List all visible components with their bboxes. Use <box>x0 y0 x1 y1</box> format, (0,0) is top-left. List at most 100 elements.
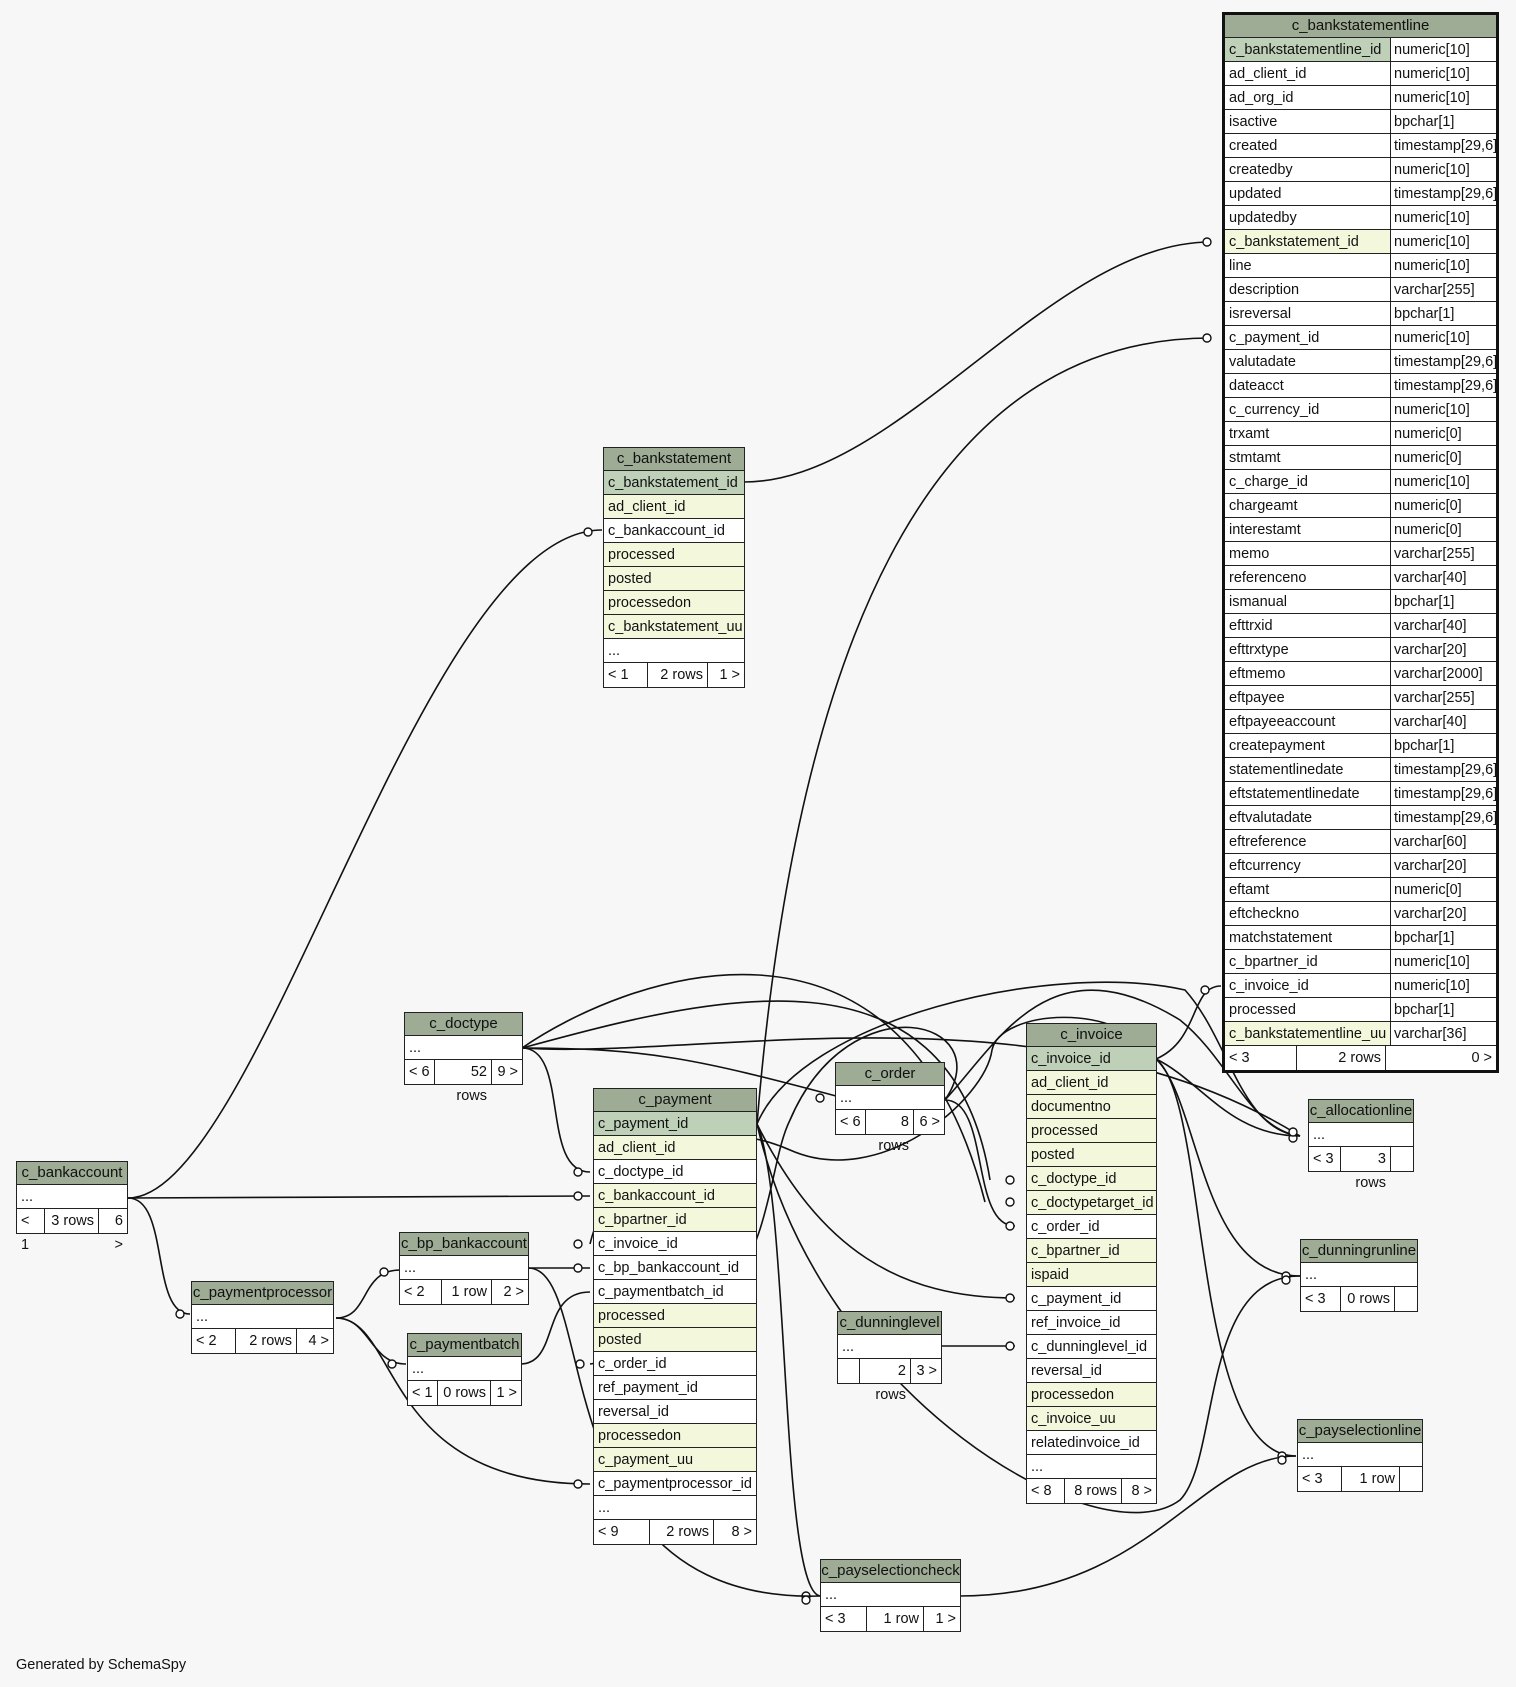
children-link[interactable] <box>1395 1287 1417 1311</box>
children-link[interactable]: 9 > <box>497 1064 518 1080</box>
column-row[interactable]: ref_payment_id <box>594 1376 756 1400</box>
parents-link[interactable]: < 9 <box>594 1520 650 1544</box>
column-row[interactable]: c_order_id <box>1027 1215 1156 1239</box>
table-title[interactable]: c_dunningrunline <box>1301 1240 1417 1263</box>
children-link[interactable]: 2 > <box>503 1284 524 1300</box>
column-row[interactable]: processed <box>594 1304 756 1328</box>
children-link[interactable]: 6 > <box>919 1114 940 1130</box>
column-row[interactable]: c_paymentbatch_id <box>594 1280 756 1304</box>
column-row[interactable]: reversal_id <box>594 1400 756 1424</box>
column-row[interactable]: c_bankaccount_id <box>594 1184 756 1208</box>
table-title[interactable]: c_bankaccount <box>17 1162 127 1185</box>
column-row[interactable]: c_doctypetarget_id <box>1027 1191 1156 1215</box>
column-row[interactable]: c_payment_id <box>1027 1287 1156 1311</box>
table-title[interactable]: c_paymentbatch <box>408 1334 521 1357</box>
parents-link[interactable]: < 2 <box>192 1329 236 1353</box>
children-link[interactable]: 4 > <box>308 1333 329 1349</box>
column-row[interactable]: ... <box>594 1496 756 1520</box>
column-row[interactable]: ref_invoice_id <box>1027 1311 1156 1335</box>
parents-link[interactable]: < 1 <box>604 663 648 687</box>
column-row[interactable]: ad_client_id <box>1027 1071 1156 1095</box>
column-row[interactable]: c_bankaccount_id <box>604 519 744 543</box>
column-row[interactable]: ispaid <box>1027 1263 1156 1287</box>
column-row[interactable]: ... <box>1298 1443 1422 1467</box>
table-title[interactable]: c_bankstatement <box>604 448 744 471</box>
children-link[interactable] <box>1400 1467 1422 1491</box>
column-row[interactable]: ... <box>405 1036 522 1060</box>
column-row[interactable]: ... <box>192 1305 333 1329</box>
children-link[interactable]: 3 > <box>916 1363 937 1379</box>
table-title[interactable]: c_allocationline <box>1309 1100 1413 1123</box>
column-row[interactable]: reversal_id <box>1027 1359 1156 1383</box>
column-row[interactable]: c_bpartner_id <box>1027 1239 1156 1263</box>
column-row[interactable]: c_bp_bankaccount_id <box>594 1256 756 1280</box>
column-row[interactable]: c_invoice_id <box>594 1232 756 1256</box>
parents-link[interactable]: < 3 <box>1309 1147 1341 1171</box>
column-row[interactable]: processed <box>604 543 744 567</box>
children-link[interactable] <box>1391 1147 1413 1171</box>
column-row[interactable]: relatedinvoice_id <box>1027 1431 1156 1455</box>
parents-link[interactable]: < 3 <box>821 1607 867 1631</box>
column-row[interactable]: c_doctype_id <box>594 1160 756 1184</box>
column-row[interactable]: c_order_id <box>594 1352 756 1376</box>
column-row[interactable]: ... <box>604 639 744 663</box>
parents-link[interactable]: < 3 <box>1301 1287 1341 1311</box>
column-row[interactable]: ad_client_id <box>604 495 744 519</box>
column-row[interactable]: ... <box>821 1583 960 1607</box>
table-title[interactable]: c_order <box>836 1063 944 1086</box>
column-row[interactable]: c_paymentprocessor_id <box>594 1472 756 1496</box>
column-row[interactable]: c_bankstatement_id <box>604 471 744 495</box>
table-title[interactable]: c_bankstatementline <box>1225 15 1496 38</box>
children-link[interactable]: 1 > <box>719 667 740 683</box>
column-row[interactable]: processed <box>1027 1119 1156 1143</box>
column-row[interactable]: posted <box>1027 1143 1156 1167</box>
column-row[interactable]: c_bankstatement_uu <box>604 615 744 639</box>
column-row[interactable]: posted <box>594 1328 756 1352</box>
column-row[interactable]: processedon <box>1027 1383 1156 1407</box>
column-row[interactable]: c_invoice_uu <box>1027 1407 1156 1431</box>
column-row[interactable]: processedon <box>604 591 744 615</box>
parents-link[interactable]: < 6 <box>836 1110 866 1134</box>
column-row[interactable]: c_invoice_id <box>1027 1047 1156 1071</box>
column-row[interactable]: c_payment_id <box>594 1112 756 1136</box>
parents-link[interactable]: < 1 <box>17 1209 45 1253</box>
parents-link[interactable]: < 1 <box>408 1381 438 1405</box>
parents-link[interactable]: < 2 <box>400 1280 442 1304</box>
children-link[interactable]: 1 > <box>496 1385 517 1401</box>
children-link[interactable]: 8 > <box>1131 1483 1152 1499</box>
column-row[interactable]: ... <box>1027 1455 1156 1479</box>
